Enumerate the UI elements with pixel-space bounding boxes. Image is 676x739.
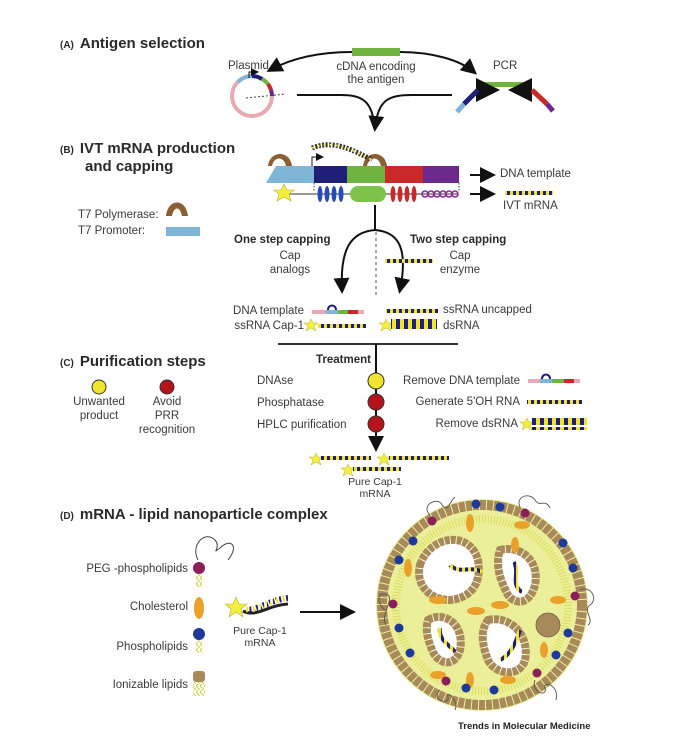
mrna-construct bbox=[273, 183, 459, 202]
component-phospholipids-label: Phospholipids bbox=[116, 641, 188, 653]
encapsulated-mrna bbox=[437, 560, 524, 662]
lnp-mrna-label-line2: mRNA bbox=[244, 637, 276, 649]
cholesterol-icon bbox=[194, 597, 204, 619]
plasmid-label: Plasmid bbox=[228, 60, 269, 72]
journal-footer: Trends in Molecular Medicine bbox=[458, 721, 591, 732]
section-a-heading: (A) Antigen selection bbox=[60, 35, 205, 54]
merge-left bbox=[297, 94, 376, 129]
step-name-phosphatase: Phosphatase bbox=[257, 397, 325, 409]
pure-cap1-label-line2: mRNA bbox=[359, 488, 391, 500]
section-a-letter: (A) bbox=[60, 40, 74, 51]
ivt-mrna-label: IVT mRNA bbox=[503, 200, 558, 212]
legend-yellow-dot bbox=[91, 379, 107, 395]
merge-right bbox=[368, 94, 452, 132]
step-strand-dsrna bbox=[532, 418, 587, 430]
one-step-capping-label: One step capping bbox=[234, 234, 331, 246]
treatment-label: Treatment bbox=[316, 354, 371, 366]
section-b-heading: (B) IVT mRNA production bbox=[60, 140, 235, 159]
component-cholesterol-label: Cholesterol bbox=[129, 601, 188, 613]
out-dna-template-label: DNA template bbox=[233, 305, 304, 317]
ionizable-lipid-icon bbox=[193, 671, 205, 696]
arrow-to-plasmid bbox=[266, 51, 353, 72]
pcr-icon bbox=[455, 78, 555, 114]
two-step-sub2: enzyme bbox=[439, 264, 481, 276]
step-strand-dna bbox=[528, 373, 580, 383]
legend-polymerase-label: T7 Polymerase: bbox=[78, 209, 159, 221]
component-peg-label: PEG -phospholipids bbox=[86, 563, 188, 575]
two-step-products bbox=[378, 309, 438, 332]
out-ssrna-uncapped-label: ssRNA uncapped bbox=[443, 304, 532, 316]
legend-promoter-label: T7 Promoter: bbox=[78, 225, 146, 237]
section-c-heading: (C) Purification steps bbox=[60, 353, 206, 372]
phospholipid-icon bbox=[193, 628, 205, 653]
cdna-label-line2: the antigen bbox=[347, 74, 405, 86]
section-b-letter: (B) bbox=[60, 145, 74, 156]
section-a-title: Antigen selection bbox=[79, 35, 205, 52]
plasmid-icon bbox=[230, 68, 287, 118]
section-c-letter: (C) bbox=[60, 358, 74, 369]
legend-yellow-line1: Unwanted bbox=[73, 396, 125, 408]
lnp-mrna-label-line1: Pure Cap-1 bbox=[233, 625, 287, 637]
step-dot-dnase bbox=[367, 372, 385, 390]
legend-red-line3: recognition bbox=[138, 424, 196, 436]
legend-yellow-line2: product bbox=[79, 410, 119, 422]
step-action-hplc: Remove dsRNA bbox=[435, 418, 518, 430]
component-ionizable-label: Ionizable lipids bbox=[112, 679, 188, 691]
legend-red-line1: Avoid bbox=[152, 396, 182, 408]
step-name-hplc: HPLC purification bbox=[257, 419, 347, 431]
pcr-label: PCR bbox=[493, 60, 518, 72]
dna-template-label: DNA template bbox=[500, 168, 571, 180]
one-step-sub1: Cap bbox=[279, 250, 301, 262]
cdna-bar bbox=[352, 48, 400, 56]
pure-cap1-strands bbox=[308, 452, 449, 477]
peg-phospholipid-icon bbox=[193, 536, 234, 587]
step-action-dnase: Remove DNA template bbox=[403, 375, 520, 387]
legend-red-line2: PRR bbox=[154, 410, 180, 422]
ivt-mrna-strand bbox=[505, 191, 553, 195]
out-ssrna-cap1-label: ssRNA Cap-1 bbox=[234, 320, 304, 332]
out-dsrna-label: dsRNA bbox=[443, 320, 480, 332]
cdna-label-line1: cDNA encoding bbox=[336, 61, 416, 73]
section-d-letter: (D) bbox=[60, 511, 74, 522]
section-b-title-line1: IVT mRNA production bbox=[79, 140, 236, 157]
pure-cap1-mrna-icon bbox=[224, 595, 289, 618]
pure-cap1-label-line1: Pure Cap-1 bbox=[348, 476, 402, 488]
two-step-capping-label: Two step capping bbox=[410, 234, 507, 246]
step-name-dnase: DNAse bbox=[257, 375, 294, 387]
polymerase-legend-icon bbox=[166, 202, 188, 216]
section-d-title: mRNA - lipid nanoparticle complex bbox=[79, 506, 328, 523]
section-b-title-line2: and capping bbox=[85, 158, 174, 175]
step-dot-phosphatase bbox=[367, 393, 385, 411]
step-action-phosphatase: Generate 5'OH RNA bbox=[415, 396, 520, 408]
step-dot-hplc bbox=[367, 415, 385, 433]
legend-red-dot bbox=[159, 379, 175, 395]
promoter-legend-icon bbox=[166, 227, 200, 236]
arrow-to-pcr bbox=[399, 51, 478, 75]
two-step-sub1: Cap bbox=[449, 250, 471, 262]
one-step-products bbox=[303, 304, 366, 332]
section-c-title: Purification steps bbox=[79, 353, 206, 370]
one-step-sub2: analogs bbox=[269, 264, 311, 276]
lipid-nanoparticle bbox=[376, 495, 594, 711]
section-d-heading: (D) mRNA - lipid nanoparticle complex bbox=[60, 506, 328, 525]
dna-template-construct bbox=[266, 142, 459, 183]
step-strand-5oh bbox=[527, 400, 582, 404]
